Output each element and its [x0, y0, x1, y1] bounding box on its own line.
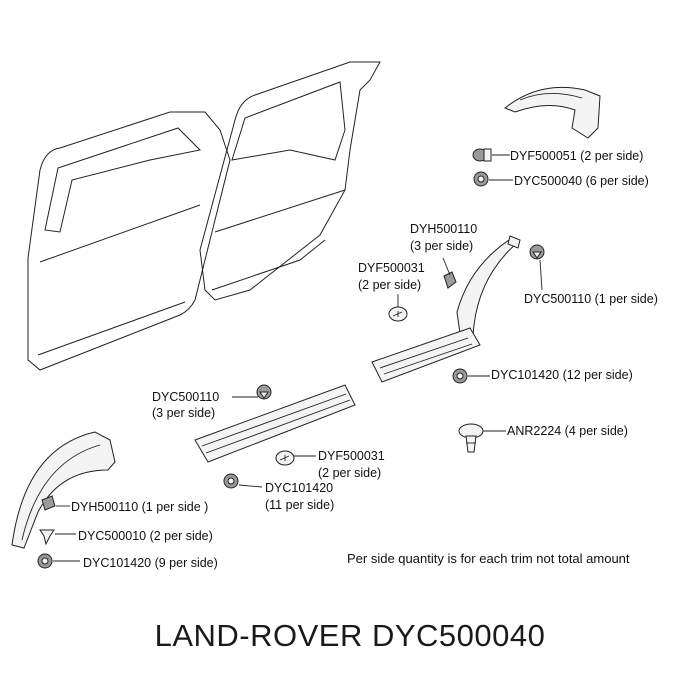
label-dyc500110-rear: DYC500110 (1 per side)	[524, 292, 658, 306]
label-dyf500051-top: DYF500051 (2 per side)	[510, 149, 643, 163]
dyc500010-front-clip-icon	[39, 529, 55, 546]
dyc500110-rear-clip-icon	[529, 244, 545, 260]
label-dyc101420-rear: DYC101420 (12 per side)	[491, 368, 633, 382]
label-dyf500031-mid-code: DYF500031	[318, 449, 385, 463]
label-dyc500040-top: DYC500040 (6 per side)	[514, 174, 649, 188]
label-dyh500110-rear-code: DYH500110	[410, 222, 477, 236]
label-dyf500031-mid-qty: (2 per side)	[318, 466, 381, 480]
dyc101420-rear-clip-icon	[452, 368, 468, 384]
rear-door-illustration	[199, 61, 381, 301]
dyc500110-mid-clip-icon	[256, 384, 272, 400]
dyh500110-front-clip-icon	[41, 495, 56, 511]
anr2224-push-clip-icon	[458, 423, 484, 453]
front-door-sill-trim	[194, 384, 356, 463]
label-dyc101420-front: DYC101420 (9 per side)	[83, 556, 218, 570]
per-side-quantity-note: Per side quantity is for each trim not t…	[347, 551, 630, 566]
dyf500051-clip-icon	[472, 148, 492, 162]
label-dyc101420-mid-qty: (11 per side)	[265, 498, 334, 512]
rear-door-sill-trim	[371, 327, 481, 383]
dyc101420-front-clip-icon	[37, 553, 53, 569]
rear-wheel-arch-trim	[456, 235, 521, 349]
label-dyh500110-rear-qty: (3 per side)	[410, 239, 473, 253]
dyf500031-rear-clip-icon	[388, 306, 408, 322]
brand-part-title: LAND-ROVER DYC500040	[154, 618, 546, 653]
label-dyf500031-rear-code: DYF500031	[358, 261, 425, 275]
label-dyc500010-front: DYC500010 (2 per side)	[78, 529, 213, 543]
label-dyc500110-mid-qty: (3 per side)	[152, 406, 215, 420]
dyf500031-mid-clip-icon	[275, 450, 295, 466]
label-anr2224: ANR2224 (4 per side)	[507, 424, 628, 438]
label-dyc500110-mid-code: DYC500110	[152, 390, 219, 404]
front-wheel-arch-trim	[11, 431, 116, 549]
label-dyh500110-front: DYH500110 (1 per side )	[71, 500, 208, 514]
front-door-illustration	[27, 111, 231, 371]
rear-upper-arch-trim	[504, 86, 601, 139]
dyc101420-mid-clip-icon	[223, 473, 239, 489]
label-dyc101420-mid-code: DYC101420	[265, 481, 333, 495]
label-dyf500031-rear-qty: (2 per side)	[358, 278, 421, 292]
dyc500040-clip-icon	[473, 171, 489, 187]
